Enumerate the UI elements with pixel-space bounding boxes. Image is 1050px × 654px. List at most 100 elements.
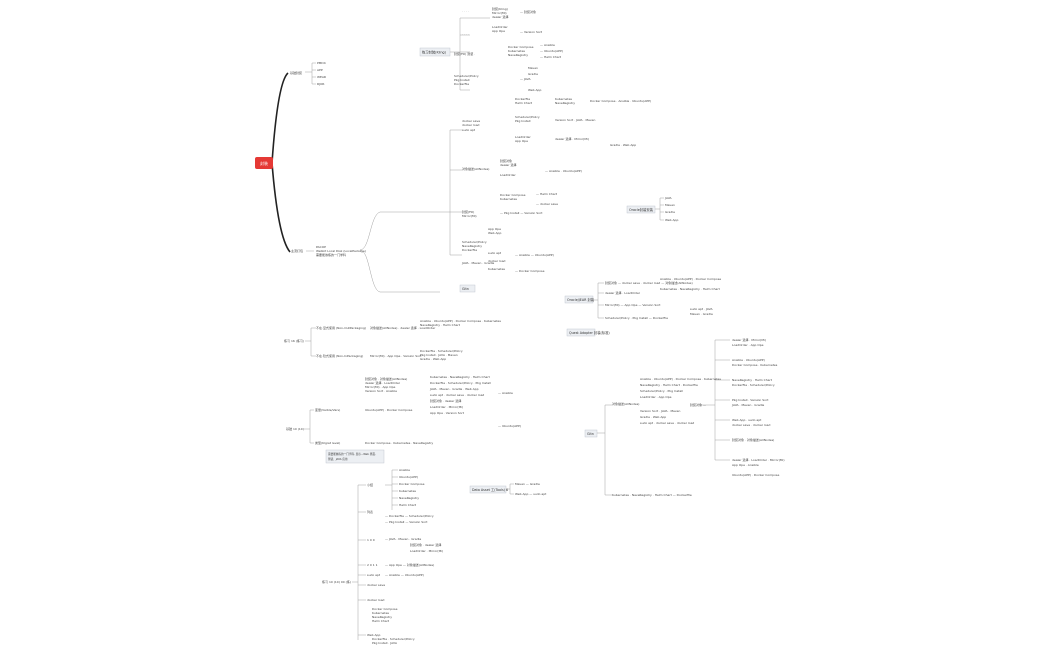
svg-text:App Ope · Version Sort: App Ope · Version Sort: [430, 411, 465, 415]
box-quest-adapter[interactable]: Quest Adapter 封装(标准): [566, 328, 610, 337]
svg-text:Version Sort · JAVA · Maven: Version Sort · JAVA · Maven: [555, 118, 596, 122]
svg-text:Ansible · Ubuntu(APP) · Docker: Ansible · Ubuntu(APP) · Docker Compose ·…: [640, 377, 721, 381]
svg-text:Scheduler/Policy: Scheduler/Policy: [454, 74, 479, 78]
svg-text:Webkit Local Disk (LocalPackag: Webkit Local Disk (LocalPackage): [316, 249, 366, 253]
svg-text:Pkg Install · Version Sort: Pkg Install · Version Sort: [732, 398, 769, 402]
box-oracle-install[interactable]: Oracle封装安装: [626, 205, 656, 214]
svg-text:Docker Compose · Ansible · Ubu: Docker Compose · Ansible · Ubuntu(APP): [590, 99, 651, 103]
svg-text:JAVA · Maven · Gradle: JAVA · Maven · Gradle: [461, 261, 494, 265]
root-node[interactable]: 封装: [255, 157, 273, 169]
svg-text:· · · ·: · · · ·: [462, 9, 469, 13]
svg-text:Pkg Install: Pkg Install: [515, 119, 531, 123]
svg-text:— Ansible — Ubuntu(APP): — Ansible — Ubuntu(APP): [385, 573, 424, 577]
svg-text:Maven: Maven: [665, 203, 675, 207]
branch-practice-16[interactable]: 练习 16 (练习) 不在·显式使用 (Non-OutPackaging) 不在…: [284, 319, 501, 361]
svg-text:— 封装对象: — 封装对象: [520, 9, 536, 14]
svg-text:Docker Compose: Docker Compose: [399, 482, 425, 486]
box-note[interactable]: 需要能熟练的一门学科, 显示...Web 界面, 测试、JAVA 应用: [325, 449, 385, 464]
branch-base[interactable]: 基础封装 PMD4 APP WEAR RJOR: [290, 61, 326, 86]
connector-practice: [450, 18, 461, 90]
svg-text:对象描述(AllNodes): 对象描述(AllNodes): [462, 166, 489, 171]
svg-text:Web App: Web App: [367, 633, 380, 637]
svg-text:封装对象 — docker save · docker lo: 封装对象 — docker save · docker load — 对象描述(…: [605, 280, 693, 285]
svg-text:类型(Klgret level): 类型(Klgret level): [315, 440, 340, 445]
svg-text:基础封装: 基础封装: [290, 70, 302, 75]
svg-text:封装(Fill) 封装 ·: 封装(Fill) 封装 ·: [454, 51, 475, 56]
svg-text:— JAVA · Maven · Gradle: — JAVA · Maven · Gradle: [385, 537, 421, 541]
svg-text:Data Asset 工(Tools) 6: Data Asset 工(Tools) 6: [472, 488, 508, 492]
svg-text:LoadOrder: LoadOrder: [500, 173, 516, 177]
box-gitn[interactable]: Gitn: [459, 284, 476, 293]
svg-text:需要能熟练的一门学科: 需要能熟练的一门学科: [316, 252, 346, 257]
svg-text:练习封装(Kling): 练习封装(Kling): [422, 50, 446, 55]
svg-text:NaveRegistry: NaveRegistry: [399, 496, 419, 500]
box-gitn-far[interactable]: Gitn: [584, 429, 598, 438]
svg-text:Kubernetes: Kubernetes: [372, 611, 389, 615]
svg-text:Web App — sudo apt: Web App — sudo apt: [515, 492, 547, 496]
svg-text:Mirror(Mi): Mirror(Mi): [462, 214, 477, 218]
svg-text:Version Sort · JAVA · Maven: Version Sort · JAVA · Maven: [640, 409, 681, 413]
box-oracle-jear[interactable]: Oracle/JEAR 封装: [564, 295, 595, 304]
svg-text:Docker Compose: Docker Compose: [372, 607, 398, 611]
svg-text:JAVA: JAVA: [664, 196, 673, 200]
svg-text:— Pkg Install — Version Sort: — Pkg Install — Version Sort: [500, 211, 543, 215]
svg-text:Maven — Gradle: Maven — Gradle: [515, 482, 540, 486]
svg-text:sudo apt · docker save · docke: sudo apt · docker save · docker load: [430, 393, 484, 397]
svg-text:Gradle · Web App: Gradle · Web App: [640, 415, 666, 419]
svg-text:Web App: Web App: [665, 218, 678, 222]
svg-text:NaveRegistry · Helm Chart: NaveRegistry · Helm Chart: [732, 378, 773, 382]
svg-text:App Ope: App Ope: [492, 29, 505, 33]
svg-text:dealer 选择 · LoadOrder: dealer 选择 · LoadOrder: [605, 290, 641, 295]
svg-text:Gitn: Gitn: [462, 287, 469, 291]
svg-text:Scheduler/Policy: Scheduler/Policy: [462, 240, 487, 244]
svg-text:Scheduler/Policy: Scheduler/Policy: [515, 115, 540, 119]
svg-text:不在·显式使用 (Non-OutPackaging): 不在·显式使用 (Non-OutPackaging): [316, 325, 366, 330]
svg-text:— Helm Chart: — Helm Chart: [540, 55, 562, 59]
svg-text:基础 10 (10): 基础 10 (10): [286, 426, 304, 431]
branch-practice-10-00[interactable]: 练习 10 (10) 00 (练) 小结 列表 1 0 0 2 0 1 1 su…: [322, 468, 443, 645]
svg-text:— Ansible: — Ansible: [540, 43, 555, 47]
branch-main-packaging[interactable]: 主流打包 PACOP Webkit Local Disk (LocalPacka…: [291, 245, 366, 257]
svg-text:Docker Compose · Kubernetes: Docker Compose · Kubernetes: [732, 363, 778, 367]
svg-text:列表: 列表: [367, 509, 373, 514]
svg-text:LoadOrder · App Ope: LoadOrder · App Ope: [732, 343, 764, 347]
svg-text:PMD4: PMD4: [317, 61, 326, 65]
svg-text:RJOR: RJOR: [317, 82, 324, 86]
svg-text:dealer 选择 · LoadOrder · Mirror: dealer 选择 · LoadOrder · Mirror(Mi): [732, 457, 785, 462]
upper-cluster: · · · · 封装(Kling) Mirror(Mi) dealer 选择 —…: [454, 6, 563, 92]
box-practice-packaging[interactable]: 练习封装(Kling): [419, 47, 451, 57]
svg-text:docker save: docker save: [367, 583, 385, 587]
box-data-asset[interactable]: Data Asset 工(Tools) 6: [469, 485, 508, 494]
svg-text:Gitn: Gitn: [587, 432, 594, 436]
svg-text:— App Ope — 对象描述(AllNodes): — App Ope — 对象描述(AllNodes): [385, 562, 434, 567]
svg-text:Helm Chart: Helm Chart: [372, 619, 390, 623]
svg-text:Ubuntu(APP) · Docker Compose: Ubuntu(APP) · Docker Compose: [732, 473, 779, 477]
svg-text:sudo apt · docker save · docke: sudo apt · docker save · docker load: [640, 421, 694, 425]
svg-text:docker load: docker load: [462, 123, 480, 127]
svg-text:APP: APP: [317, 68, 323, 72]
svg-text:NaveRegistry: NaveRegistry: [462, 244, 482, 248]
svg-text:· · · ·: · · · ·: [462, 32, 469, 36]
svg-text:App Ope · Ansible: App Ope · Ansible: [732, 463, 759, 467]
svg-text:封装对象: 封装对象: [500, 158, 512, 163]
svg-text:— Pkg Install — Version Sort: — Pkg Install — Version Sort: [385, 520, 428, 524]
svg-text:Docker Compose: Docker Compose: [500, 193, 526, 197]
svg-text:Pkg Install · JAVA · Maven: Pkg Install · JAVA · Maven: [420, 353, 458, 357]
svg-text:封装对象 · dealer 选择: 封装对象 · dealer 选择: [430, 398, 461, 403]
svg-text:Gradle · Web App: Gradle · Web App: [420, 357, 446, 361]
svg-text:Web App · sudo apt: Web App · sudo apt: [732, 418, 762, 422]
svg-text:封装对象 · 对象描述(AllNodes): 封装对象 · 对象描述(AllNodes): [732, 437, 774, 442]
svg-text:Dockerfile · Scheduler/Policy: Dockerfile · Scheduler/Policy · Pkg Inst…: [430, 381, 491, 385]
branch-basic-10[interactable]: 基础 10 (10) 变量(Varble/Vars) 类型(Klgret lev…: [286, 375, 521, 445]
svg-text:不在·隐式使用 (Non-InPackaging): 不在·隐式使用 (Non-InPackaging): [316, 353, 363, 358]
svg-text:PACOP: PACOP: [316, 245, 326, 249]
svg-text:Gradle · Web App: Gradle · Web App: [610, 143, 636, 147]
svg-text:Kubernetes: Kubernetes: [399, 489, 416, 493]
svg-text:Dockerfile · Scheduler/Policy: Dockerfile · Scheduler/Policy: [372, 637, 415, 641]
root-connector-bottom: [271, 162, 291, 253]
svg-text:练习 10 (10) 00 (练): 练习 10 (10) 00 (练): [322, 579, 351, 584]
svg-text:Docker Compose · Kubernetes ·: Docker Compose · Kubernetes · NaveRegist…: [365, 441, 433, 445]
svg-text:Kubernetes: Kubernetes: [500, 197, 517, 201]
svg-text:Dockerfile: Dockerfile: [454, 82, 469, 86]
svg-text:Ansible · Ubuntu(APP): Ansible · Ubuntu(APP): [732, 358, 765, 362]
